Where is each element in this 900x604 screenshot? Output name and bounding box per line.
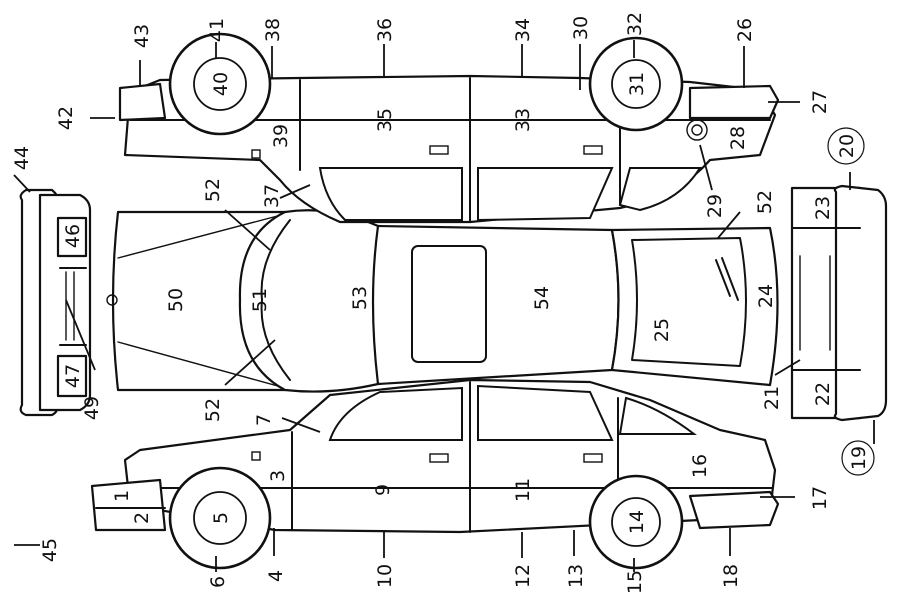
arrow-29 bbox=[699, 144, 713, 191]
label-53: 53 bbox=[349, 286, 371, 310]
label-36: 36 bbox=[374, 18, 396, 42]
label-10: 10 bbox=[374, 564, 396, 588]
label-34: 34 bbox=[512, 18, 534, 42]
label-19: 19 bbox=[848, 446, 870, 470]
label-50: 50 bbox=[165, 288, 187, 312]
circle-mark-20 bbox=[827, 127, 865, 165]
label-40: 40 bbox=[210, 72, 232, 96]
label-52-upper: 52 bbox=[202, 178, 224, 202]
label-15: 15 bbox=[624, 570, 646, 594]
label-3: 3 bbox=[267, 470, 289, 482]
label-52-rear: 52 bbox=[754, 190, 776, 214]
label-25: 25 bbox=[651, 318, 673, 342]
label-44: 44 bbox=[11, 146, 33, 170]
label-38: 38 bbox=[262, 18, 284, 42]
label-12: 12 bbox=[512, 564, 534, 588]
label-37: 37 bbox=[261, 184, 283, 208]
arrow-7 bbox=[281, 417, 321, 433]
arrow-37 bbox=[279, 184, 311, 199]
rear-bumper-view bbox=[790, 184, 888, 422]
label-26: 26 bbox=[734, 18, 756, 42]
label-47: 47 bbox=[62, 364, 84, 388]
part-labels: 43 41 38 36 34 30 32 26 42 44 40 39 35 3… bbox=[11, 12, 870, 594]
label-20: 20 bbox=[836, 134, 858, 158]
arrow-21 bbox=[774, 359, 801, 376]
upper-side-view bbox=[118, 32, 780, 224]
label-39: 39 bbox=[270, 124, 292, 148]
label-14: 14 bbox=[626, 510, 648, 534]
label-2: 2 bbox=[131, 512, 153, 524]
label-5: 5 bbox=[210, 512, 232, 524]
label-4: 4 bbox=[265, 570, 287, 582]
label-24: 24 bbox=[755, 284, 777, 308]
label-18: 18 bbox=[720, 564, 742, 588]
label-6: 6 bbox=[207, 576, 229, 588]
label-45: 45 bbox=[39, 538, 61, 562]
label-29: 29 bbox=[704, 194, 726, 218]
label-27: 27 bbox=[809, 90, 831, 114]
arrow-52-top bbox=[224, 209, 271, 251]
arrow-52-rear bbox=[717, 211, 741, 239]
label-1: 1 bbox=[111, 490, 133, 502]
label-11: 11 bbox=[512, 478, 534, 502]
label-33: 33 bbox=[512, 108, 534, 132]
arrow-44 bbox=[13, 174, 31, 193]
leader-arrows bbox=[13, 40, 875, 572]
arrow-49 bbox=[65, 299, 96, 371]
lower-side-view bbox=[90, 378, 780, 570]
label-22: 22 bbox=[812, 382, 834, 406]
label-35: 35 bbox=[374, 108, 396, 132]
label-17: 17 bbox=[809, 486, 831, 510]
label-28: 28 bbox=[727, 126, 749, 150]
label-54: 54 bbox=[531, 286, 553, 310]
front-bumper-view bbox=[19, 188, 92, 417]
top-view-body bbox=[106, 209, 779, 393]
arrow-52-bottom bbox=[224, 339, 276, 386]
label-16: 16 bbox=[689, 454, 711, 478]
label-21: 21 bbox=[761, 386, 783, 410]
label-13: 13 bbox=[565, 564, 587, 588]
label-32: 32 bbox=[624, 12, 646, 36]
label-9: 9 bbox=[372, 484, 394, 496]
label-43: 43 bbox=[131, 24, 153, 48]
label-7: 7 bbox=[253, 414, 275, 426]
label-31: 31 bbox=[626, 72, 648, 96]
circle-mark-19 bbox=[841, 440, 875, 476]
label-30: 30 bbox=[570, 16, 592, 40]
label-41: 41 bbox=[206, 18, 228, 42]
label-23: 23 bbox=[812, 196, 834, 220]
label-51: 51 bbox=[249, 288, 271, 312]
label-46: 46 bbox=[62, 224, 84, 248]
label-42: 42 bbox=[55, 106, 77, 130]
label-52-lower: 52 bbox=[202, 398, 224, 422]
label-49: 49 bbox=[81, 396, 103, 420]
